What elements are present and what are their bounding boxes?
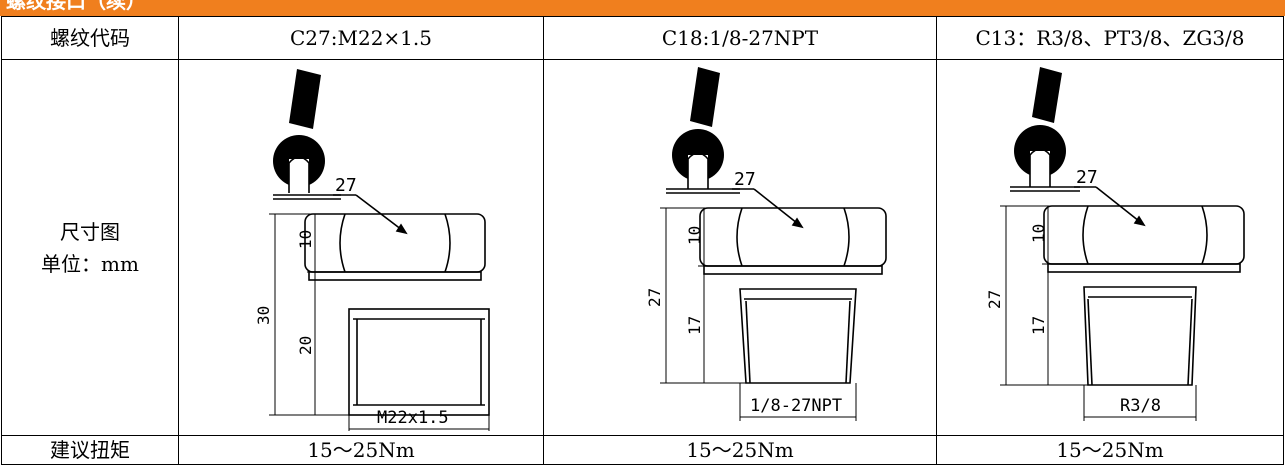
dimension-drawing-m22: 27: [254, 68, 490, 431]
hex-height-label: 10: [1029, 223, 1048, 242]
banner-title: 螺纹接口（续）: [6, 0, 146, 13]
torque-cell: 15～25Nm: [936, 435, 1284, 465]
wrench-icon: [1014, 66, 1066, 189]
row-label-dimension: 尺寸图 单位：mm: [1, 59, 179, 436]
wrench-size-label: 27: [734, 169, 756, 190]
table-row-thread-code: 螺纹代码 C27:M22×1.5 C18:1/8-27NPT C13：R3/8、…: [1, 16, 1284, 60]
row-label-torque: 建议扭矩: [1, 435, 179, 465]
hex-height-label: 10: [685, 225, 704, 244]
row-label-thread-code: 螺纹代码: [1, 16, 179, 60]
total-height-label: 27: [645, 287, 664, 306]
wrench-icon: [672, 66, 724, 191]
thread-size-label: M22x1.5: [377, 408, 449, 428]
dimension-drawing-npt: 27 27 10: [645, 66, 887, 421]
table-row-torque: 建议扭矩 15～25Nm 15～25Nm 15～25Nm: [1, 435, 1284, 465]
dimension-drawing-cell: 27: [178, 59, 544, 436]
dimension-label: 尺寸图: [60, 219, 120, 244]
thread-size-label: 1/8-27NPT: [750, 396, 842, 416]
hex-height-label: 10: [296, 229, 315, 248]
thread-code-cell: C13：R3/8、PT3/8、ZG3/8: [936, 16, 1284, 60]
dimension-drawing-cell: 27 27 10: [936, 59, 1284, 436]
thread-size-label: R3/8: [1120, 396, 1161, 416]
thread-code-cell: C18:1/8-27NPT: [543, 16, 937, 60]
dimension-drawing-r38: 27 27 10: [985, 66, 1245, 421]
torque-cell: 15～25Nm: [178, 435, 544, 465]
unit-label: 单位：mm: [41, 251, 139, 276]
total-height-label: 30: [254, 305, 273, 324]
thread-spec-table: 螺纹代码 C27:M22×1.5 C18:1/8-27NPT C13：R3/8、…: [1, 16, 1284, 465]
thread-length-label: 17: [685, 315, 704, 334]
wrench-icon: [273, 68, 325, 197]
total-height-label: 27: [985, 289, 1004, 308]
wrench-size-label: 27: [1076, 167, 1098, 188]
wrench-size-label: 27: [335, 175, 357, 196]
dimension-drawing-cell: 27 27 10: [543, 59, 937, 436]
thread-length-label: 20: [296, 335, 315, 354]
torque-cell: 15～25Nm: [543, 435, 937, 465]
thread-length-label: 17: [1029, 315, 1048, 334]
section-banner: 螺纹接口（续）: [0, 0, 1285, 16]
table-row-dimension-drawing: 尺寸图 单位：mm 27: [1, 59, 1284, 436]
thread-code-cell: C27:M22×1.5: [178, 16, 544, 60]
